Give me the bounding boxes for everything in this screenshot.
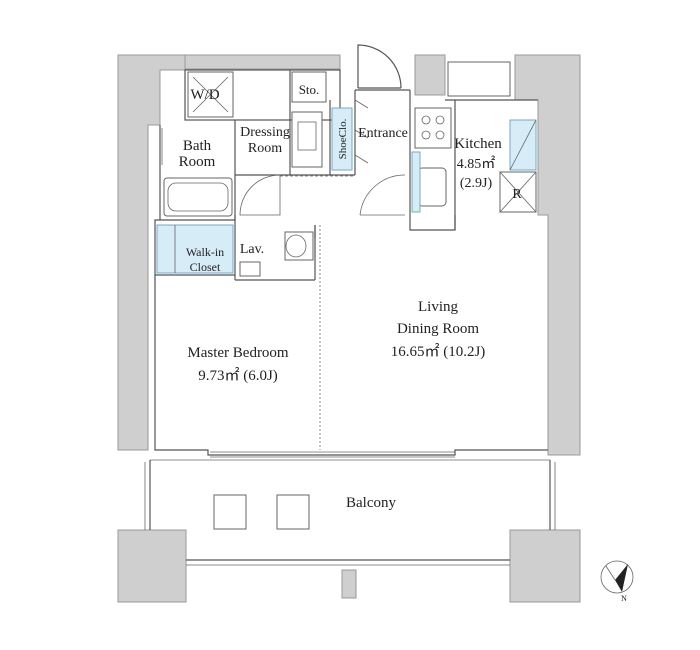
bath-room-label-line1: Bath [183,138,212,154]
compass: N [600,560,634,603]
living-name-label-line2: Dining Room [397,321,479,337]
north-arrow-icon [615,564,628,592]
structural-walls [117,54,581,603]
room-labels: W/D Sto. Dressing Room ShoeClo. Entrance… [179,82,523,511]
walk-in-closet-label-line2: Closet [190,260,221,274]
kitchen-jo-label: (2.9J) [460,176,493,191]
storage-label: Sto. [299,82,320,97]
balcony-area [144,460,556,599]
compass-north-label: N [621,594,627,603]
bath-room-label-line2: Room [179,154,216,170]
dressing-room-label-line1: Dressing [240,125,290,140]
kitchen-area-label: 4.85㎡ [457,156,496,172]
dressing-room-label-line2: Room [248,141,282,156]
living-name-label-line1: Living [418,299,458,315]
walk-in-closet-label-line1: Walk-in [186,245,224,259]
kitchen-name-label: Kitchen [454,136,502,152]
master-bedroom-area-label: 9.73㎡ (6.0J) [198,367,278,384]
fixtures [156,61,537,277]
windows [150,451,550,461]
lavatory-label: Lav. [240,242,264,257]
balcony-label: Balcony [346,495,396,511]
entrance-label: Entrance [358,126,408,141]
wd-label: W/D [190,87,219,103]
shoe-closet-label: ShoeClo. [337,118,349,159]
doors [239,44,406,216]
master-bedroom-name-label: Master Bedroom [187,345,289,361]
refrigerator-label: R [512,187,522,202]
living-area-label: 16.65㎡ (10.2J) [391,343,486,360]
